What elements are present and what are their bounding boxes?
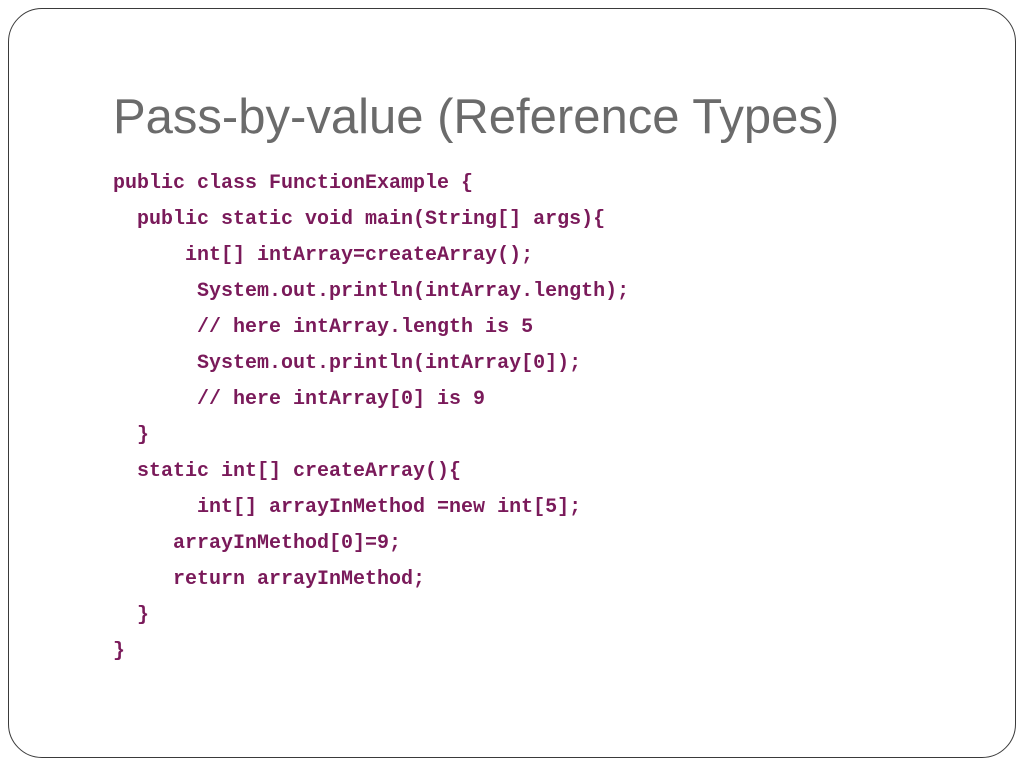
code-line: System.out.println(intArray[0]); (113, 352, 582, 375)
code-line: return arrayInMethod; (113, 568, 426, 591)
code-line: } (113, 604, 150, 627)
code-line: static int[] createArray(){ (113, 460, 462, 483)
slide-frame (8, 8, 1016, 758)
code-line: } (113, 640, 126, 663)
code-line: public class FunctionExample { (113, 172, 474, 195)
code-line: System.out.println(intArray.length); (113, 280, 630, 303)
code-block: public class FunctionExample { public st… (113, 166, 629, 670)
code-line: int[] intArray=createArray(); (113, 244, 534, 267)
code-line: arrayInMethod[0]=9; (113, 532, 402, 555)
code-line: // here intArray.length is 5 (113, 316, 534, 339)
code-line: // here intArray[0] is 9 (113, 388, 486, 411)
slide-title: Pass-by-value (Reference Types) (113, 90, 840, 144)
code-line: public static void main(String[] args){ (113, 208, 606, 231)
code-line: } (113, 424, 150, 447)
code-line: int[] arrayInMethod =new int[5]; (113, 496, 582, 519)
